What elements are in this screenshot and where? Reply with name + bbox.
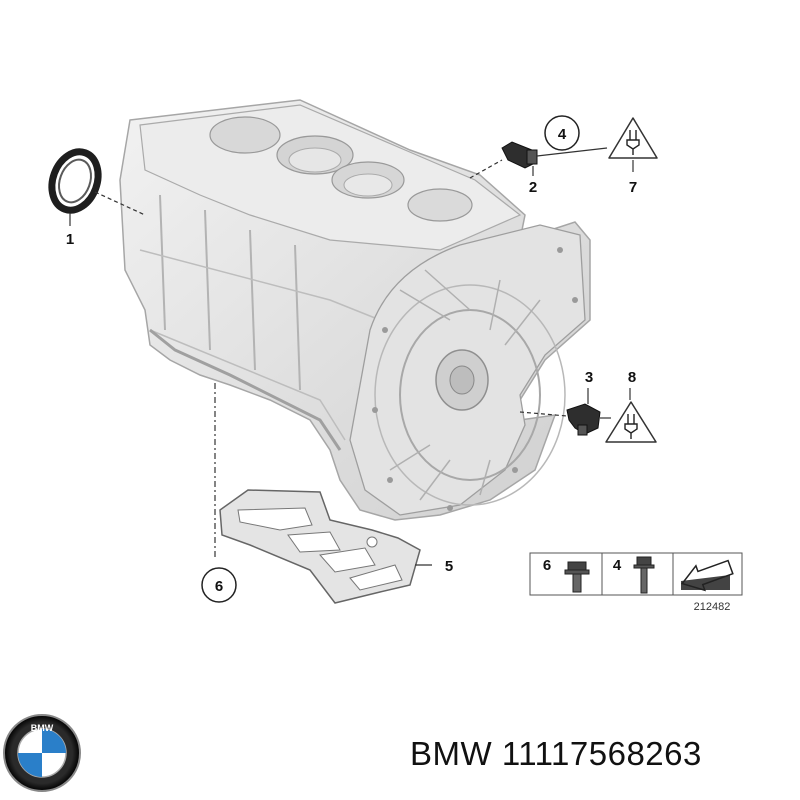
arrow-icon [680,559,734,592]
flange-bolt-icon [564,561,590,593]
diagram-ref-code: 212482 [694,601,731,613]
callout-8: 8 [628,369,636,386]
part-upper-sensor [469,141,608,179]
callout-6-circle: 6 [201,567,237,603]
bmw-logo-letters: BMW [31,723,54,733]
callout-7: 7 [629,179,637,196]
bolt-icon [633,556,655,594]
engine-block [119,99,591,521]
legend-item-b: 4 [613,557,622,574]
product-label: BMW 11117568263 [410,735,702,772]
legend-item-a: 6 [543,557,551,574]
callout-5: 5 [445,558,453,575]
callout-3: 3 [585,369,593,386]
callout-6: 6 [215,578,223,595]
callout-4-circle: 4 [544,115,580,151]
part-gasket [214,383,432,604]
part-seal-ring [48,148,146,226]
warning-triangle-icon [608,117,658,159]
fastener-legend: 6 4 212482 [529,552,743,613]
part-lower-sensor [519,388,631,436]
callout-1: 1 [66,231,74,248]
warning-triangle-icon [605,401,657,443]
callout-2: 2 [529,179,537,196]
bmw-logo: BMW [3,714,81,792]
callout-4: 4 [558,126,567,143]
